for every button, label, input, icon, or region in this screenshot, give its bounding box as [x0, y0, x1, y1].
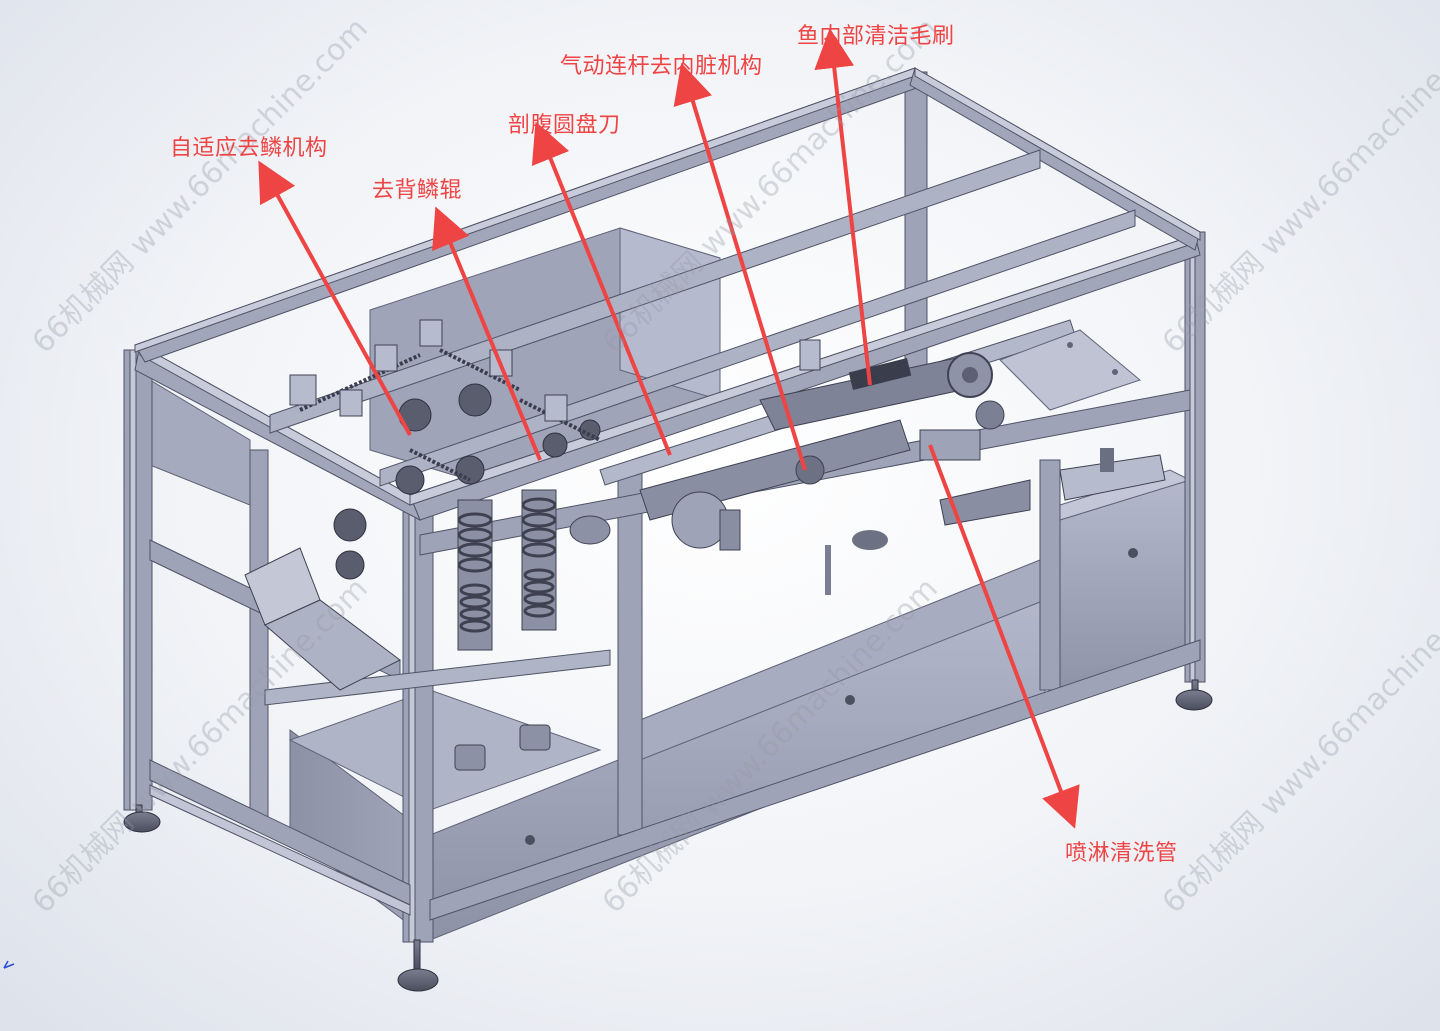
label-adaptive-descaler: 自适应去鳞机构 [170, 136, 328, 161]
frame-posts [123, 71, 1206, 943]
adjusting-screws [299, 348, 601, 482]
label-pneumatic-gutting: 气动连杆去内脏机构 [560, 54, 763, 79]
scale-roller-gears [333, 383, 601, 580]
arrow-fish-inner-brush [814, 28, 872, 386]
coordinate-triad-icon [3, 960, 15, 969]
leveling-feet [123, 679, 1213, 992]
screw-brackets [289, 319, 821, 422]
label-spray-pipe: 喷淋清洗管 [1065, 841, 1178, 866]
descaling-roller-stack-1 [457, 499, 493, 651]
pneumatic-cylinder [939, 448, 1166, 526]
label-belly-disc-knife: 剖腹圆盘刀 [508, 113, 621, 138]
label-fish-inner-brush: 鱼内部清洁毛刷 [797, 24, 955, 49]
arrow-belly-disc-knife [531, 121, 672, 456]
descaling-roller-stack-2 [521, 489, 557, 631]
drive-motors [454, 515, 611, 771]
discharge-plate [999, 329, 1142, 411]
feed-tray [244, 547, 401, 691]
annotation-arrows [258, 28, 1080, 829]
gutting-mechanism [639, 419, 911, 595]
brush-belt-assembly [759, 352, 1005, 461]
arrow-pneumatic-gutting [673, 62, 807, 471]
label-back-scale-roller: 去背鳞辊 [372, 178, 463, 203]
arrow-spray-pipe [928, 444, 1080, 829]
arrow-back-scale-roller [432, 206, 542, 461]
arrow-adaptive-descaler [258, 160, 412, 436]
